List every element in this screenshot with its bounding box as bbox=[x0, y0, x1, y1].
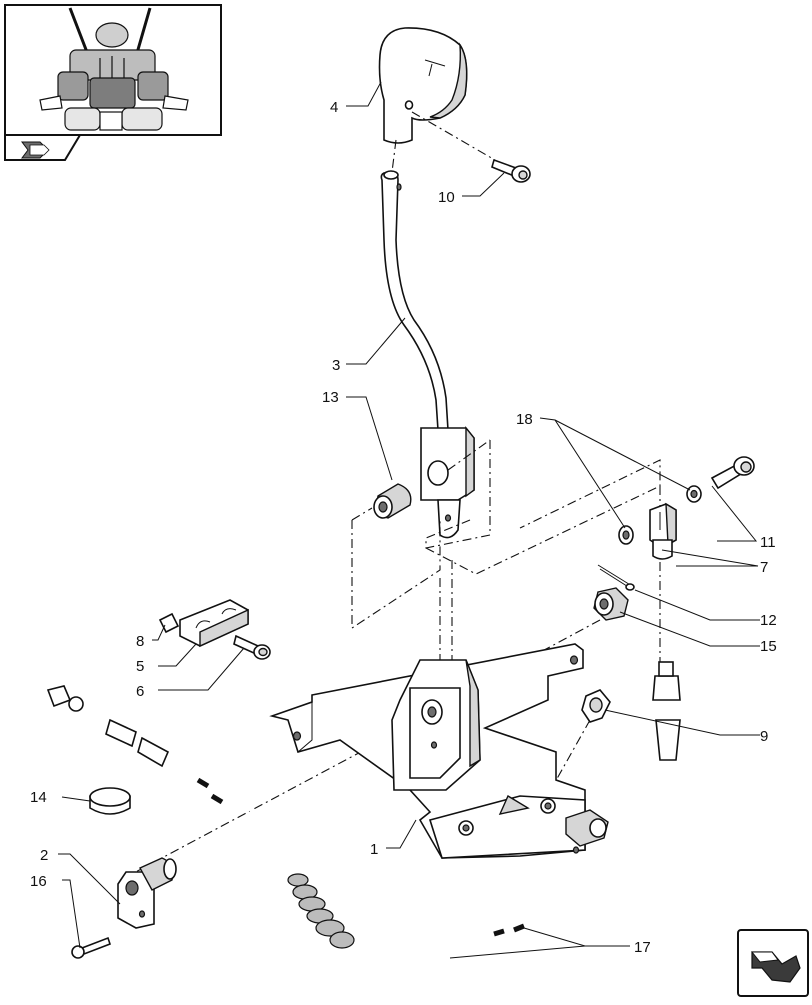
lever-base-block bbox=[420, 426, 475, 539]
screw-16 bbox=[71, 936, 112, 959]
washer-18a bbox=[618, 525, 634, 545]
callout-5: 5 bbox=[136, 658, 144, 675]
bolt-9 bbox=[581, 689, 611, 723]
callout-14: 14 bbox=[30, 789, 47, 806]
leader-lines bbox=[58, 81, 760, 959]
callout-11: 11 bbox=[760, 534, 776, 551]
callout-1: 1 bbox=[370, 841, 378, 858]
clamp-block-5 bbox=[179, 599, 249, 648]
return-arrow-icon[interactable] bbox=[737, 929, 809, 997]
callout-9: 9 bbox=[760, 728, 768, 745]
callout-18: 18 bbox=[516, 411, 533, 428]
clevis-7 bbox=[649, 502, 677, 560]
callout-4: 4 bbox=[330, 99, 338, 116]
callout-3: 3 bbox=[332, 357, 340, 374]
callout-labels: 4 10 3 13 18 11 7 12 15 8 5 6 9 14 1 2 1… bbox=[30, 99, 777, 956]
mounting-bracket-1 bbox=[269, 643, 609, 859]
cable-17 bbox=[46, 661, 681, 952]
callout-12: 12 bbox=[760, 612, 777, 629]
arrow-badge-icon bbox=[4, 134, 82, 161]
washer-18b bbox=[686, 485, 702, 503]
cap-14 bbox=[89, 787, 131, 815]
cotter-pin-12 bbox=[597, 564, 635, 591]
callout-10: 10 bbox=[438, 189, 455, 206]
callout-17: 17 bbox=[634, 939, 651, 956]
bolt-6 bbox=[233, 634, 271, 660]
nut-15 bbox=[593, 587, 629, 621]
gear-knob bbox=[378, 27, 468, 144]
callout-2: 2 bbox=[40, 847, 48, 864]
bushing-13 bbox=[373, 483, 412, 519]
tractor-cab-thumbnail[interactable] bbox=[4, 4, 222, 136]
callout-15: 15 bbox=[760, 638, 777, 655]
callout-13: 13 bbox=[322, 389, 339, 406]
cable-bracket-2 bbox=[117, 857, 177, 929]
callout-8: 8 bbox=[136, 633, 144, 650]
callout-7: 7 bbox=[760, 559, 768, 576]
bolt-10 bbox=[491, 158, 531, 183]
gear-lever-rod bbox=[380, 170, 449, 431]
callout-16: 16 bbox=[30, 873, 47, 890]
callout-6: 6 bbox=[136, 683, 144, 700]
clevis-pin-11 bbox=[710, 456, 755, 490]
